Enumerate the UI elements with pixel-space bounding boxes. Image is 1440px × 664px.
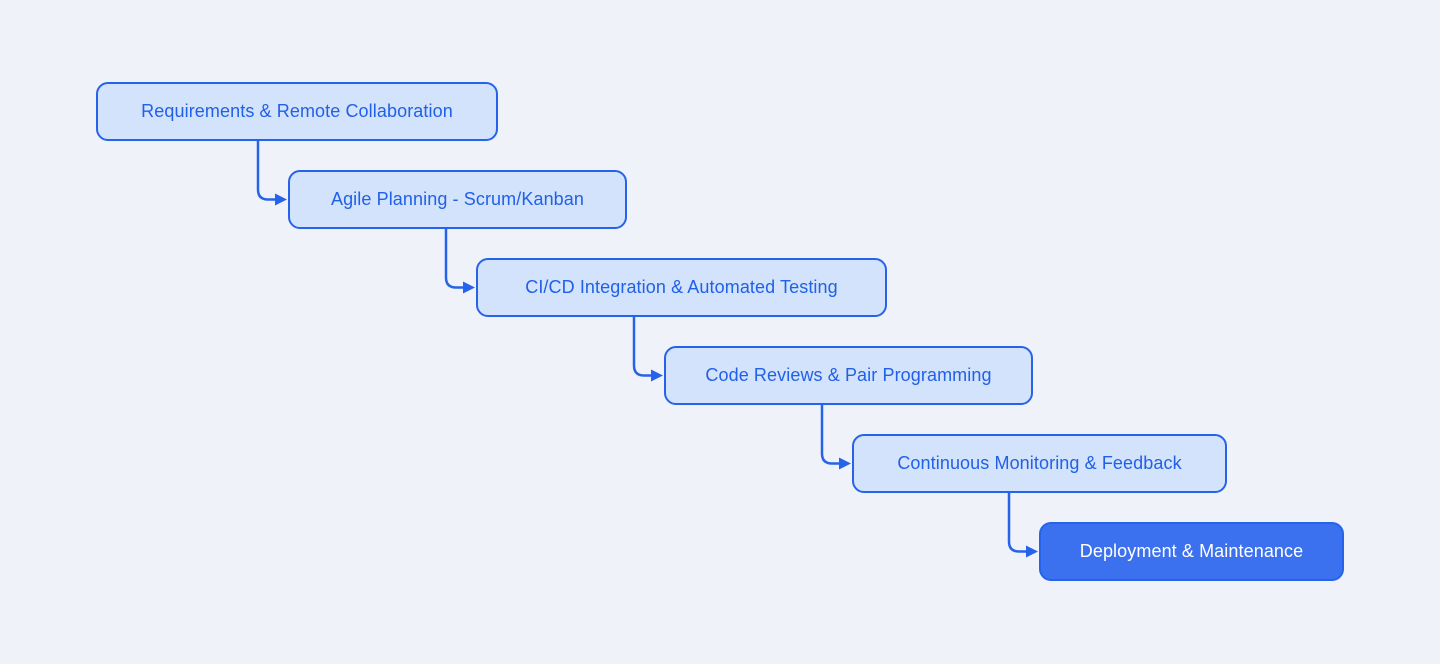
flow-arrow-cicd-to-code-reviews <box>632 314 663 382</box>
flow-node-label: Agile Planning - Scrum/Kanban <box>330 189 585 209</box>
arrowhead-icon <box>839 457 851 470</box>
flow-arrow-code-reviews-to-monitoring <box>820 402 851 470</box>
flow-node-agile-planning: Agile Planning - Scrum/Kanban <box>288 170 627 229</box>
flow-arrow-requirements-to-agile-planning <box>256 138 287 206</box>
arrowhead-icon <box>275 193 287 206</box>
flow-node-label: Requirements & Remote Collaboration <box>141 101 453 121</box>
arrowhead-icon <box>463 281 475 294</box>
arrowhead-icon <box>651 369 663 382</box>
flow-node-cicd: CI/CD Integration & Automated Testing <box>476 258 887 317</box>
flow-arrow-monitoring-to-deployment <box>1007 490 1038 558</box>
flow-node-monitoring: Continuous Monitoring & Feedback <box>852 434 1227 493</box>
flow-arrow-agile-planning-to-cicd <box>444 226 475 294</box>
flow-node-code-reviews: Code Reviews & Pair Programming <box>664 346 1033 405</box>
flow-node-label: Deployment & Maintenance <box>1079 541 1304 561</box>
flow-node-label: Code Reviews & Pair Programming <box>705 365 992 385</box>
flow-node-requirements: Requirements & Remote Collaboration <box>96 82 498 141</box>
flow-node-deployment: Deployment & Maintenance <box>1039 522 1344 581</box>
flow-node-label: CI/CD Integration & Automated Testing <box>525 277 838 297</box>
flow-node-label: Continuous Monitoring & Feedback <box>897 453 1182 473</box>
arrowhead-icon <box>1026 545 1038 558</box>
